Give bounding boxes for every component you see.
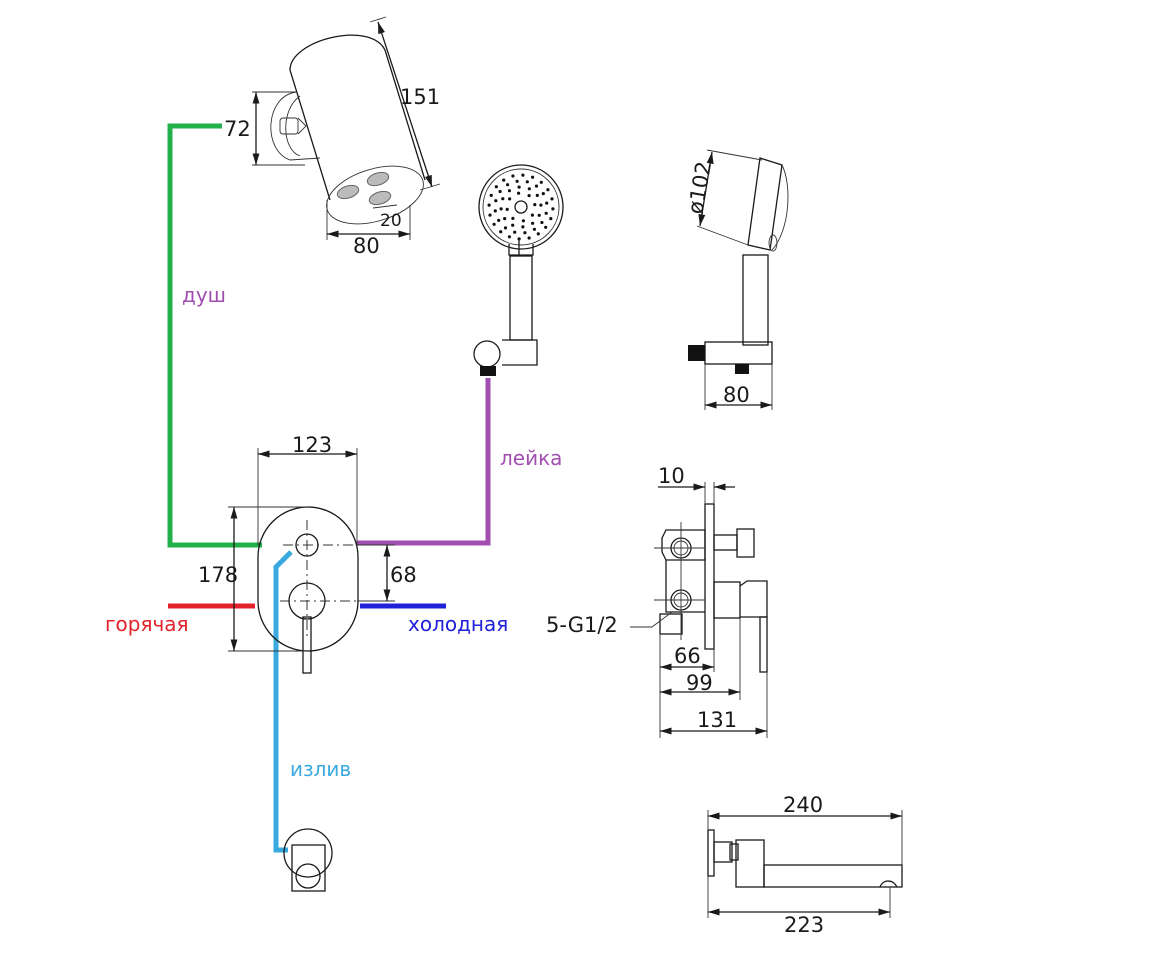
- nozzle-dot: [511, 216, 515, 220]
- nozzle-dot: [521, 219, 526, 223]
- nozzle-dot: [525, 180, 529, 184]
- nozzle-dot: [527, 236, 531, 240]
- nozzle-dot: [488, 213, 492, 217]
- nozzle-dot: [540, 220, 544, 225]
- nozzle-dot: [497, 218, 501, 222]
- pipe-shower: [167, 123, 262, 548]
- dim-overhead-length: 151: [400, 85, 440, 109]
- nozzle-dot: [521, 173, 525, 177]
- mixer-front-drawing: [228, 448, 395, 674]
- nozzle-dot: [508, 197, 512, 201]
- nozzle-dot: [507, 235, 511, 239]
- nozzle-dot: [502, 178, 506, 182]
- thread-callout: 5-G1/2: [546, 613, 618, 637]
- nozzle-dot: [506, 183, 510, 187]
- label-spout: излив: [290, 757, 351, 781]
- nozzle-dot: [537, 213, 541, 217]
- nozzle-dot: [489, 193, 493, 197]
- nozzle-dot: [517, 191, 521, 195]
- nozzle-dot: [532, 227, 537, 231]
- nozzle-dot: [517, 185, 521, 189]
- dim-mixer-66: 66: [674, 644, 701, 668]
- nozzle-dot: [498, 189, 502, 194]
- pipe-hand-shower: [357, 378, 491, 546]
- nozzle-dot: [551, 207, 555, 211]
- nozzle-dot: [535, 193, 539, 197]
- nozzle-dot: [539, 203, 543, 207]
- nozzle-dot: [534, 184, 539, 188]
- nozzle-dot: [523, 231, 527, 235]
- nozzle-dot: [533, 203, 537, 207]
- nozzle-dot: [550, 197, 554, 201]
- nozzle-dot: [511, 223, 515, 227]
- spout-side-drawing: [707, 810, 903, 918]
- label-hand-shower: лейка: [500, 446, 562, 470]
- nozzle-dot: [492, 222, 496, 226]
- overhead-shower-drawing: [252, 16, 441, 240]
- nozzle-dot: [501, 197, 505, 201]
- nozzle-dot: [521, 225, 525, 229]
- nozzle-dot: [549, 217, 553, 221]
- nozzle-dot: [494, 199, 498, 203]
- dim-hand-shower-depth: 80: [723, 383, 750, 407]
- nozzle-dot: [494, 185, 498, 189]
- nozzle-dot: [536, 232, 540, 236]
- nozzle-dot: [544, 211, 548, 215]
- nozzle-dot: [527, 187, 531, 191]
- dim-overhead-width: 80: [353, 234, 380, 258]
- label-hot: горячая: [105, 612, 189, 636]
- nozzle-dot: [541, 192, 545, 196]
- dim-mixer-plate: 10: [658, 464, 685, 488]
- nozzle-dot: [515, 179, 519, 183]
- dim-mixer-99: 99: [686, 671, 713, 695]
- nozzle-dot: [531, 175, 535, 179]
- label-shower: душ: [182, 283, 226, 307]
- dim-mixer-131: 131: [697, 708, 737, 732]
- nozzle-dot: [493, 209, 497, 213]
- label-cold: холодная: [408, 612, 508, 636]
- nozzle-dot: [544, 225, 548, 229]
- dim-mixer-width: 123: [292, 433, 332, 457]
- dim-overhead-nozzle-spacing: 20: [380, 211, 402, 231]
- hand-shower-front-drawing: [473, 164, 564, 376]
- nozzle-dot: [507, 189, 511, 193]
- nozzle-dot: [530, 213, 535, 217]
- nozzle-dot: [499, 207, 503, 211]
- nozzle-dot: [546, 188, 550, 192]
- nozzle-dot: [511, 174, 515, 178]
- nozzle-dot: [531, 221, 535, 225]
- nozzle-dot: [503, 226, 508, 230]
- spout-front-drawing: [283, 828, 333, 892]
- mixer-side-drawing: [630, 482, 768, 738]
- nozzle-dot: [539, 180, 543, 184]
- dim-hand-shower-diameter: ø102: [683, 160, 716, 216]
- hand-shower-side-drawing: [688, 149, 789, 410]
- dim-spout-total: 240: [783, 793, 823, 817]
- nozzle-dot: [503, 217, 507, 221]
- nozzle-dot: [499, 230, 503, 234]
- dim-overhead-mount-height: 72: [224, 117, 251, 141]
- dim-mixer-axis-spacing: 68: [390, 563, 417, 587]
- nozzle-dot: [487, 203, 491, 207]
- nozzle-dot: [505, 207, 509, 211]
- dim-mixer-height: 178: [198, 563, 238, 587]
- nozzle-dot: [527, 194, 531, 198]
- dim-spout-outlet: 223: [784, 913, 824, 937]
- pipe-spout: [273, 550, 293, 853]
- nozzle-dot: [545, 201, 549, 205]
- nozzle-dot: [513, 230, 517, 234]
